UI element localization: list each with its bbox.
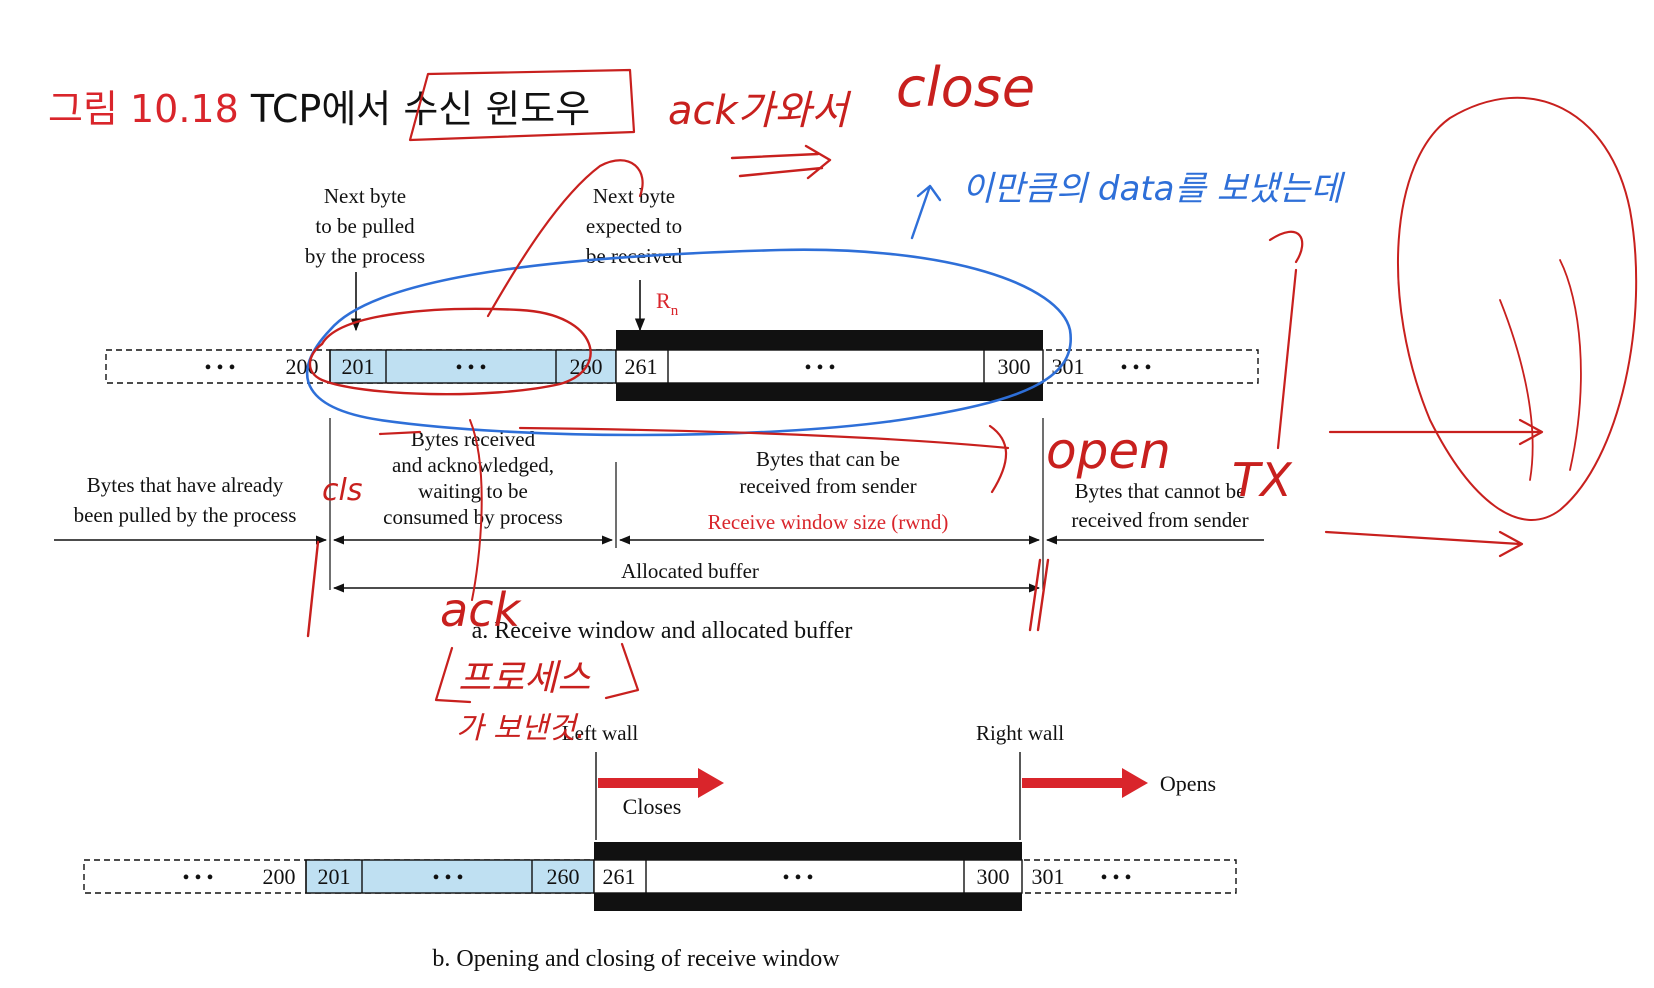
closes-label: Closes [623,794,682,819]
diagram-b: Left wall Right wall Closes Opens • • • … [83,721,1237,972]
strip-b-right-dots: • • • [1100,867,1131,889]
window-dots: • • • [804,357,835,379]
pen-red-vertical [1268,230,1304,450]
window-b-bottom-bar [594,893,1022,911]
cell-b-301: 301 [1032,864,1065,889]
region-acked-line3: waiting to be [418,479,528,503]
note-open: open [1046,422,1171,480]
strip-right-dots: • • • [1120,357,1151,379]
left-wall-label: Left wall [562,721,639,745]
cell-300: 300 [998,354,1031,379]
caption-b: b. Opening and closing of receive window [432,946,840,972]
window-b-dots: • • • [782,867,813,889]
cell-201: 201 [342,354,375,379]
region-pulled-line1: Bytes that have already [87,473,284,497]
cell-b-261: 261 [603,864,636,889]
note-data: 이만큼의 data를 보냈는데 [962,169,1345,209]
window-b-top-bar [594,842,1022,860]
pen-red-loop-acked [308,307,592,396]
closes-arrow [598,768,724,798]
diagram-a: Next byte to be pulled by the process Ne… [54,184,1264,644]
pen-red-arrow-open [378,424,1010,494]
region-window-line2: received from sender [739,474,916,498]
next-byte-expected-line2: expected to [586,214,682,238]
next-byte-expected-line1: Next byte [593,184,675,208]
note-process2: 가 보낸것. [456,711,585,746]
figure-title: 그림 10.18 TCP에서 수신 윈도우 [48,78,590,133]
pen-red-arrow-right-2 [1324,530,1524,558]
pen-blue-loop [305,248,1073,437]
right-wall-label: Right wall [976,721,1064,745]
next-byte-pulled-line2: to be pulled [315,214,415,238]
opens-label: Opens [1160,771,1216,796]
region-pulled-line2: been pulled by the process [74,503,297,527]
window-top-bar [616,330,1043,350]
note-ack-close: ack가와서 [668,88,852,134]
handwritten-annotations: ack가와서 close 이만큼의 data를 보냈는데 open TX ack… [305,56,1638,746]
cell-b-200: 200 [263,864,296,889]
cell-b-201: 201 [318,864,351,889]
cell-b-260: 260 [547,864,580,889]
next-byte-pulled-line1: Next byte [324,184,406,208]
figure-number: 그림 10.18 [48,87,239,131]
cell-261: 261 [625,354,658,379]
note-ack-left: ack [440,583,522,637]
region-window-line1: Bytes that can be [756,447,900,471]
receive-window [615,349,1044,384]
pen-blue-arrow [910,184,942,240]
note-cls: cls [322,473,362,508]
region-cannot-line2: received from sender [1071,508,1248,532]
pen-arrow-close [730,144,832,180]
rwnd-label: Receive window size (rwnd) [708,510,949,534]
note-tx: TX [1232,453,1293,507]
caption-a: a. Receive window and allocated buffer [472,618,853,644]
strip-left-dots: • • • [204,357,235,379]
pen-red-arrow-right-1 [1328,418,1544,446]
pen-red-loop-right [1397,96,1638,521]
figure-title-text: TCP에서 수신 윈도우 [250,87,591,131]
note-close: close [896,56,1035,119]
strip-b-left-dots: • • • [182,867,213,889]
region-acked-line2: and acknowledged, [392,453,554,477]
acked-dots: • • • [455,357,486,379]
receive-window-b [593,859,1023,894]
acked-buffer [329,349,617,384]
region-cannot-line1: Bytes that cannot be [1075,479,1246,503]
window-bottom-bar [616,383,1043,401]
pen-red-stroke-up [486,159,644,318]
region-acked-line4: consumed by process [383,505,563,529]
cell-301: 301 [1052,354,1085,379]
allocated-buffer-label: Allocated buffer [621,559,759,583]
acked-b-dots: • • • [432,867,463,889]
note-process: 프로세스 [458,658,591,699]
rn-label: Rn [656,288,679,319]
opens-arrow [1022,768,1148,798]
pen-box-title [408,68,636,142]
cell-b-300: 300 [977,864,1010,889]
next-byte-pulled-line3: by the process [305,244,425,268]
